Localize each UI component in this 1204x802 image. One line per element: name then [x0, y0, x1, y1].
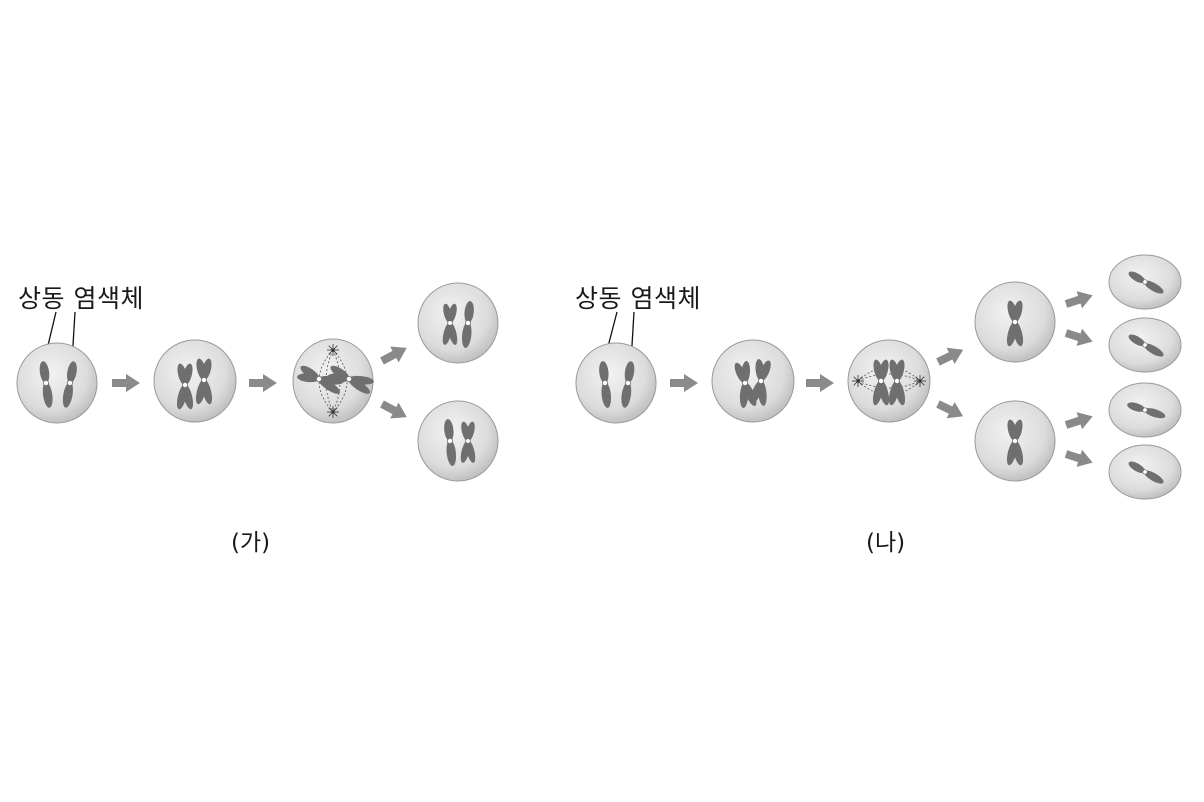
cell-icon	[417, 400, 499, 482]
arrow-right-icon	[112, 374, 140, 392]
arrow-right-icon	[670, 374, 698, 392]
cell-icon	[1108, 382, 1182, 438]
cell-icon	[1108, 317, 1182, 373]
cell-icon	[16, 342, 98, 424]
panel-caption-b: (나)	[866, 530, 906, 556]
arrow-right-icon	[377, 396, 411, 426]
arrow-right-icon	[934, 341, 968, 371]
cell-icon	[974, 400, 1056, 482]
cell-icon	[847, 339, 931, 423]
cell-icon	[575, 342, 657, 424]
panel-b	[575, 254, 1182, 500]
arrow-right-icon	[377, 339, 411, 369]
cell-icon	[1108, 444, 1182, 500]
arrow-right-icon	[249, 374, 277, 392]
cell-icon	[1108, 254, 1182, 310]
homologous-chromosome-label-a: 상동 염색체	[18, 284, 144, 313]
cell-icon	[153, 339, 237, 423]
cell-icon	[292, 338, 377, 424]
arrow-right-icon	[1063, 407, 1096, 434]
cell-icon	[711, 339, 795, 423]
arrow-right-icon	[1063, 324, 1096, 351]
arrow-right-icon	[934, 395, 968, 425]
panel-a	[16, 282, 499, 482]
arrow-right-icon	[1063, 286, 1096, 313]
homologous-chromosome-label-b: 상동 염색체	[575, 284, 701, 313]
cell-icon	[417, 282, 499, 364]
cell-icon	[974, 281, 1056, 363]
arrow-right-icon	[1063, 445, 1096, 472]
panel-caption-a: (가)	[231, 530, 271, 556]
arrow-right-icon	[806, 374, 834, 392]
